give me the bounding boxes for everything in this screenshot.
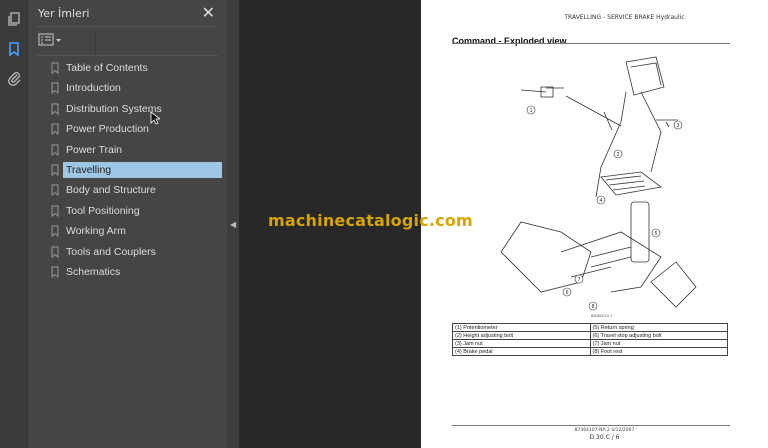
bookmark-label: Power Production bbox=[66, 123, 149, 136]
bookmark-item[interactable]: Travelling bbox=[46, 160, 223, 180]
divider bbox=[37, 26, 218, 27]
footer-rule bbox=[452, 425, 730, 426]
page-number: D.30.C / 6 bbox=[589, 434, 620, 441]
pages-icon[interactable] bbox=[6, 11, 22, 27]
bookmark-label: Distribution Systems bbox=[66, 102, 162, 115]
bookmark-item[interactable]: Body and Structure bbox=[46, 180, 223, 200]
bookmark-item[interactable]: Distribution Systems bbox=[46, 99, 223, 119]
parts-legend-table: (1) Potentiometer(5) Return spring(2) He… bbox=[452, 323, 728, 356]
bookmark-icon bbox=[46, 62, 64, 74]
bookmark-item[interactable]: Schematics bbox=[46, 262, 223, 282]
bookmark-label: Schematics bbox=[66, 266, 121, 278]
bookmark-item[interactable]: Working Arm bbox=[46, 221, 223, 241]
exploded-view-diagram: 1 2 3 4 5 6 7 8 bbox=[501, 56, 697, 311]
bookmark-label: Power Train bbox=[66, 143, 123, 156]
legend-row: (1) Potentiometer(5) Return spring bbox=[452, 323, 728, 332]
bookmark-icon bbox=[46, 266, 64, 278]
legend-row: (2) Height adjusting bolt(6) Travel stop… bbox=[452, 331, 728, 340]
divider bbox=[37, 55, 218, 56]
callout-7: 7 bbox=[578, 277, 581, 283]
bookmark-item[interactable]: Power Production bbox=[46, 119, 223, 139]
bookmark-icon bbox=[46, 225, 64, 238]
bookmark-icon bbox=[46, 164, 64, 176]
bookmark-icon bbox=[46, 245, 64, 258]
legend-cell: (1) Potentiometer bbox=[452, 323, 591, 332]
panel-splitter[interactable]: ◀ bbox=[227, 0, 239, 448]
legend-cell: (4) Brake pedal bbox=[452, 347, 591, 356]
bookmark-label: Body and Structure bbox=[66, 184, 156, 197]
callout-1: 1 bbox=[530, 108, 533, 114]
close-icon[interactable]: ✕ bbox=[201, 3, 215, 22]
bookmark-icon bbox=[46, 82, 64, 95]
document-page: TRAVELLING - SERVICE BRAKE Hydraulic Com… bbox=[421, 0, 768, 448]
legend-row: (4) Brake pedal(8) Foot rest bbox=[452, 347, 728, 356]
bookmark-item[interactable]: Introduction bbox=[46, 78, 223, 98]
bookmark-item[interactable]: Table of Contents bbox=[46, 58, 223, 78]
header-rule bbox=[452, 43, 730, 44]
legend-cell: (8) Foot rest bbox=[589, 347, 728, 356]
legend-cell: (3) Jam nut bbox=[452, 339, 591, 348]
mouse-cursor-icon bbox=[150, 111, 160, 125]
callout-4: 4 bbox=[600, 198, 603, 204]
watermark: machinecatalogic.com bbox=[268, 211, 473, 230]
bookmark-label: Introduction bbox=[66, 82, 121, 95]
bookmark-item[interactable]: Tools and Couplers bbox=[46, 242, 223, 262]
collapse-arrow-icon[interactable]: ◀ bbox=[230, 220, 237, 229]
footer-code: 87364107-NA 2 4/12/2007 bbox=[574, 428, 635, 433]
callout-2: 2 bbox=[617, 152, 620, 158]
figure-label: BS06A010 1 bbox=[591, 314, 613, 318]
bookmark-icon bbox=[46, 205, 64, 217]
callout-5: 5 bbox=[655, 231, 658, 237]
legend-cell: (7) Jam nut bbox=[589, 339, 728, 348]
attachment-icon[interactable] bbox=[6, 70, 22, 86]
bookmark-item[interactable]: Power Train bbox=[46, 140, 223, 160]
bookmark-label: Working Arm bbox=[66, 225, 126, 238]
callout-8: 8 bbox=[592, 304, 595, 310]
legend-cell: (5) Return spring bbox=[589, 323, 728, 332]
list-options-icon bbox=[38, 33, 61, 46]
bookmark-label: Tool Positioning bbox=[66, 204, 140, 217]
left-tool-rail bbox=[0, 0, 28, 448]
legend-cell: (2) Height adjusting bolt bbox=[452, 331, 591, 340]
bookmark-label: Tools and Couplers bbox=[66, 245, 156, 258]
legend-cell: (6) Travel stop adjusting bolt bbox=[589, 331, 728, 340]
divider bbox=[95, 30, 96, 54]
callout-6: 6 bbox=[566, 290, 569, 296]
bookmark-item[interactable]: Tool Positioning bbox=[46, 201, 223, 221]
bookmark-icon bbox=[46, 103, 64, 115]
bookmark-label: Travelling bbox=[63, 162, 222, 178]
bookmark-options-button[interactable] bbox=[38, 33, 64, 49]
bookmark-icon[interactable] bbox=[6, 41, 22, 57]
callout-3: 3 bbox=[677, 123, 680, 129]
bookmark-icon bbox=[46, 123, 64, 136]
panel-title: Yer İmleri bbox=[38, 7, 90, 20]
bookmark-icon bbox=[46, 184, 64, 197]
bookmark-icon bbox=[46, 143, 64, 156]
section-title: Command - Exploded view bbox=[452, 36, 567, 46]
legend-row: (3) Jam nut(7) Jam nut bbox=[452, 339, 728, 348]
page-header: TRAVELLING - SERVICE BRAKE Hydraulic bbox=[564, 14, 685, 21]
bookmark-label: Table of Contents bbox=[66, 62, 148, 74]
